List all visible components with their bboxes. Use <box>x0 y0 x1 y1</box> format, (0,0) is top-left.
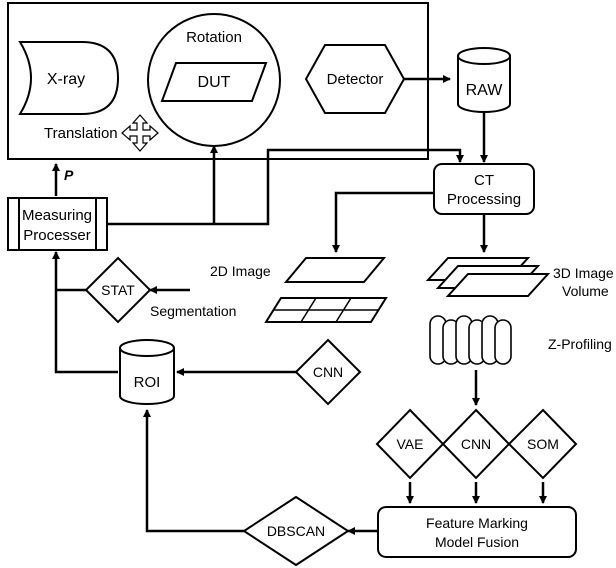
arrow-roi-measuring <box>52 251 118 374</box>
image-3d-stack <box>425 257 551 297</box>
xray-source <box>18 41 120 115</box>
image-2d-plane <box>283 257 387 283</box>
vae-label: VAE <box>397 436 424 452</box>
som-diamond <box>507 408 578 480</box>
ct-label-line2: Processing <box>447 191 521 208</box>
image-3d-label-line1: 3D Image <box>553 265 614 281</box>
vae-diamond <box>375 408 445 480</box>
roi-cylinder <box>119 339 175 405</box>
cnn-mid-label: CNN <box>461 436 491 452</box>
cnn-left-label: CNN <box>313 364 343 380</box>
roi-label: ROI <box>134 374 161 391</box>
dut-label: DUT <box>198 74 231 91</box>
arrow-dbscan-roi <box>143 409 244 533</box>
stat-label: STAT <box>101 282 135 298</box>
detector-label: Detector <box>327 71 384 88</box>
measuring-label-line2: Processer <box>23 227 91 244</box>
detector-hexagon <box>304 44 406 114</box>
arrow-ct-2d <box>332 191 434 253</box>
ct-processing-box <box>433 163 535 215</box>
dbscan-label: DBSCAN <box>267 523 325 539</box>
image-3d-label-line2: Volume <box>562 283 609 299</box>
image-2d-label: 2D Image <box>210 263 271 279</box>
image-2d-grid <box>264 297 388 323</box>
scanner-frame <box>7 2 429 160</box>
measuring-label-line1: Measuring <box>22 207 92 224</box>
cnn-mid-diamond <box>441 408 511 480</box>
raw-label: RAW <box>466 82 504 99</box>
xray-label: X-ray <box>47 71 85 88</box>
rotation-label: Rotation <box>186 29 242 46</box>
p-label: P <box>64 167 74 183</box>
dut-shape <box>160 62 268 102</box>
z-profiling-coils <box>429 315 512 365</box>
raw-cylinder <box>457 47 511 113</box>
measuring-processer-box <box>7 197 108 251</box>
cnn-left-diamond <box>294 338 362 406</box>
feature-marking-line2: Model Fusion <box>435 534 519 550</box>
dbscan-diamond <box>242 495 350 567</box>
arrow-measuring-ct <box>107 148 464 226</box>
segmentation-label: Segmentation <box>150 303 236 319</box>
ct-label-line1: CT <box>474 172 494 189</box>
feature-marking-box <box>377 506 577 558</box>
translation-label: Translation <box>44 125 118 142</box>
som-label: SOM <box>527 436 559 452</box>
z-profiling-label: Z-Profiling <box>548 336 612 352</box>
feature-marking-line1: Feature Marking <box>426 515 528 531</box>
move-icon <box>121 114 159 152</box>
connectors <box>52 75 547 535</box>
stat-diamond <box>84 256 152 324</box>
